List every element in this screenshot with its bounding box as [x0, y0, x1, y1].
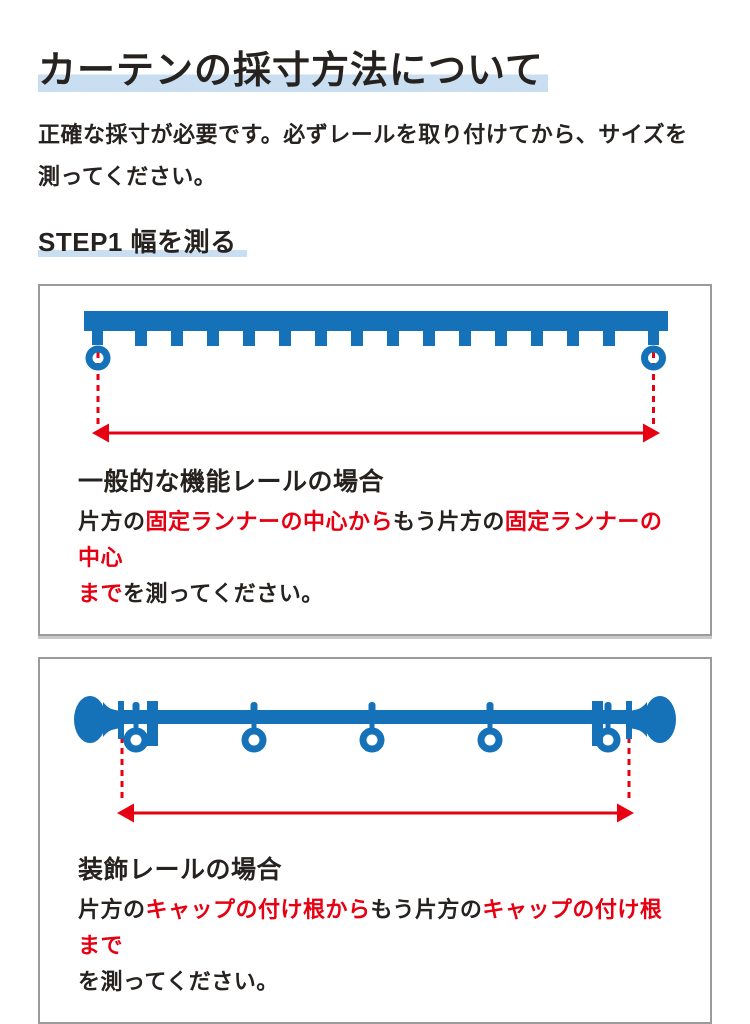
curtain-rings [123, 702, 621, 753]
fixed-runner-ring-left [85, 345, 111, 371]
step1-heading: STEP1 幅を測る [38, 226, 712, 258]
body-text-red: キャップの付け根まで [78, 897, 663, 958]
body-text: もう片方の [393, 509, 505, 534]
functional-rail-illustration [84, 311, 668, 443]
body-text-red: 固定ランナーの中心から [145, 509, 394, 534]
fixed-runner-ring-right [641, 345, 666, 371]
page-title-text: カーテンの採寸方法について [38, 50, 548, 92]
section-heading: 装飾レールの場合 [78, 856, 283, 884]
body-text: もう片方の [370, 897, 483, 922]
decorative-rail-box: 装飾レールの場合 片方のキャップの付け根からもう片方のキャップの付け根までを測っ… [38, 657, 712, 1024]
pole [120, 710, 630, 724]
section-body: 片方の固定ランナーの中心からもう片方の固定ランナーの中心までを測ってください。 [78, 504, 672, 634]
curtain-ring [595, 702, 621, 753]
curtain-ring [477, 702, 503, 753]
curtain-ring [241, 702, 267, 753]
intro-line-1: 正確な採寸が必要です。必ずレールを取り付けてから、サイズを [38, 122, 688, 147]
body-text: を測ってください。 [78, 969, 279, 994]
curtain-ring [359, 702, 385, 753]
body-text: 片方の [78, 509, 146, 534]
finial-end-cap-left [74, 696, 158, 746]
body-text-red: 固定ランナーの中心 [78, 509, 663, 570]
functional-rail-box: 一般的な機能レールの場合 片方の固定ランナーの中心からもう片方の固定ランナーの中… [38, 284, 712, 636]
body-text-red: キャップの付け根から [145, 897, 371, 922]
curtain-ring [123, 702, 149, 753]
intro-paragraph: 正確な採寸が必要です。必ずレールを取り付けてから、サイズを 測ってください。 [38, 114, 712, 198]
rail-bar [84, 311, 668, 331]
measure-arrow [92, 423, 660, 443]
step1-heading-text: STEP1 幅を測る [38, 227, 247, 257]
runner-teeth [135, 331, 615, 346]
decorative-rail-illustration [74, 696, 676, 823]
section-body: 片方のキャップの付け根からもう片方のキャップの付け根までを測ってください。 [78, 892, 672, 1022]
body-text-red: まで [78, 581, 124, 606]
body-text: を測ってください。 [123, 581, 324, 606]
intro-line-2: 測ってください。 [38, 164, 217, 189]
section-heading: 一般的な機能レールの場合 [78, 468, 385, 496]
page-title: カーテンの採寸方法について [38, 46, 712, 96]
measure-arrow [117, 803, 634, 823]
fixed-runner-stub-right [648, 331, 659, 345]
fixed-runner-stub-left [92, 331, 103, 345]
body-text: 片方の [78, 897, 146, 922]
